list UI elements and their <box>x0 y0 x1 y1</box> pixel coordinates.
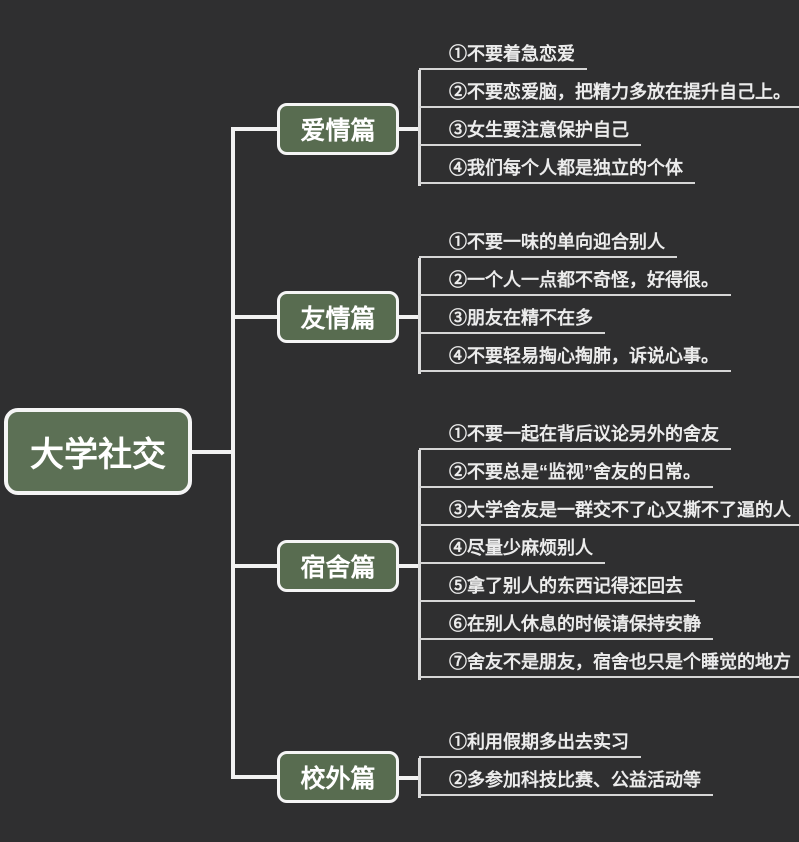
spine-line <box>418 70 421 186</box>
spine-line <box>418 258 421 374</box>
trunk-line <box>231 127 235 779</box>
leaf-group-love: ①不要着急恋爱 ②不要恋爱脑，把精力多放在提升自己上。 ③女生要注意保护自己 ④… <box>419 32 799 184</box>
leaf-item[interactable]: ②不要总是“监视”舍友的日常。 <box>419 450 713 488</box>
leaf-item[interactable]: ⑥在别人休息的时候请保持安静 <box>419 602 713 640</box>
branch-node-friendship[interactable]: 友情篇 <box>277 291 399 343</box>
leaf-item[interactable]: ⑦舍友不是朋友，宿舍也只是个睡觉的地方 <box>419 640 799 678</box>
box-spine-connector-line <box>396 127 420 131</box>
leaf-group-friendship: ①不要一味的单向迎合别人 ②一个人一点都不奇怪，好得很。 ③朋友在精不在多 ④不… <box>419 220 731 372</box>
box-spine-connector-line <box>396 564 420 568</box>
leaf-item[interactable]: ③朋友在精不在多 <box>419 296 605 334</box>
leaf-group-dormitory: ①不要一起在背后议论另外的舍友 ②不要总是“监视”舍友的日常。 ③大学舍友是一群… <box>419 412 799 678</box>
spine-line <box>418 450 421 680</box>
branch-node-off-campus[interactable]: 校外篇 <box>277 751 399 803</box>
leaf-item[interactable]: ④尽量少麻烦别人 <box>419 526 605 564</box>
branch-connector-line <box>233 315 279 319</box>
leaf-item[interactable]: ①不要一起在背后议论另外的舍友 <box>419 412 731 450</box>
branch-node-label: 校外篇 <box>300 765 376 793</box>
leaf-item[interactable]: ①利用假期多出去实习 <box>419 720 641 758</box>
leaf-item[interactable]: ②一个人一点都不奇怪，好得很。 <box>419 258 731 296</box>
leaf-item[interactable]: ②不要恋爱脑，把精力多放在提升自己上。 <box>419 70 799 108</box>
leaf-item[interactable]: ①不要着急恋爱 <box>419 32 587 70</box>
branch-node-dormitory[interactable]: 宿舍篇 <box>277 540 399 592</box>
branch-node-love[interactable]: 爱情篇 <box>277 103 399 155</box>
branch-connector-line <box>233 127 279 131</box>
box-spine-connector-line <box>396 776 420 780</box>
branch-node-label: 爱情篇 <box>300 117 376 145</box>
root-node[interactable]: 大学社交 <box>4 408 192 495</box>
root-node-label: 大学社交 <box>30 436 166 474</box>
leaf-item[interactable]: ③大学舍友是一群交不了心又撕不了逼的人 <box>419 488 799 526</box>
leaf-item[interactable]: ④不要轻易掏心掏肺，诉说心事。 <box>419 334 731 372</box>
leaf-item[interactable]: ①不要一味的单向迎合别人 <box>419 220 677 258</box>
leaf-item[interactable]: ②多参加科技比赛、公益活动等 <box>419 758 713 796</box>
leaf-item[interactable]: ③女生要注意保护自己 <box>419 108 641 146</box>
leaf-group-off-campus: ①利用假期多出去实习 ②多参加科技比赛、公益活动等 <box>419 720 713 796</box>
root-connector-line <box>188 450 233 454</box>
spine-line <box>418 758 421 798</box>
branch-connector-line <box>233 564 279 568</box>
branch-connector-line <box>233 775 279 779</box>
branch-node-label: 宿舍篇 <box>300 554 376 582</box>
branch-node-label: 友情篇 <box>300 305 376 333</box>
box-spine-connector-line <box>396 315 420 319</box>
leaf-item[interactable]: ⑤拿了别人的东西记得还回去 <box>419 564 695 602</box>
leaf-item[interactable]: ④我们每个人都是独立的个体 <box>419 146 695 184</box>
